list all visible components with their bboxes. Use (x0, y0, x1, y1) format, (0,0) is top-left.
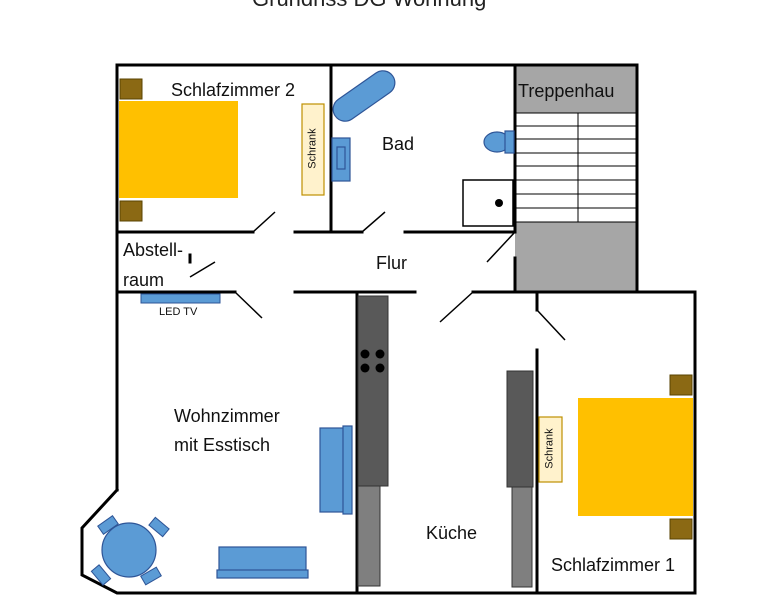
stairwell-bottom-fill (515, 222, 637, 292)
bathtub-icon (332, 70, 396, 122)
pillow-icon (119, 200, 143, 222)
wardrobe-schlafzimmer-2 (301, 103, 325, 196)
label-schrank-top: Schrank (306, 128, 319, 169)
sink-basin-icon (336, 146, 346, 170)
dining-table-icon (90, 515, 170, 586)
staircase (515, 112, 637, 223)
room-label-treppenhaus: Treppenhau (518, 81, 615, 101)
kitchen-counter-left (357, 295, 389, 487)
room-label-schlafzimmer-1: Schlafzimmer 1 (551, 555, 676, 575)
tv-icon (140, 293, 221, 304)
bed-schlafzimmer-1 (578, 398, 693, 516)
door-swings (189, 211, 566, 341)
room-label-abstellraum-1: Abstell- (123, 240, 184, 260)
kitchen-counter-right-lower (511, 486, 533, 588)
room-label-abstellraum-2: raum (123, 270, 165, 290)
wardrobe-schlafzimmer-1 (538, 416, 563, 483)
sofa-backrest (342, 425, 353, 515)
room-label-schlafzimmer-2: Schlafzimmer 2 (171, 80, 296, 100)
stove-icon (360, 349, 385, 373)
room-label-wohnzimmer-2: mit Esstisch (174, 435, 271, 455)
room-label-bad: Bad (382, 134, 415, 154)
label-schrank-right: Schrank (543, 428, 556, 469)
pillow-icon (669, 518, 693, 540)
pillow-icon (119, 78, 143, 100)
toilet-icon (483, 130, 515, 154)
room-label-flur: Flur (376, 253, 407, 273)
pillow-icon (669, 374, 693, 396)
plan-title: Grundriss DG Wohnung (252, 0, 486, 10)
label-led-tv: LED TV (159, 306, 198, 318)
stairwell-top-fill (515, 65, 637, 113)
room-label-wohnzimmer-1: Wohnzimmer (174, 406, 280, 426)
sofa-icon (218, 546, 307, 572)
shower-icon (462, 179, 514, 227)
bed-schlafzimmer-2 (119, 101, 238, 198)
kitchen-counter-right (506, 370, 534, 488)
walls (80, 63, 697, 595)
sofa-backrest (216, 569, 309, 579)
room-label-kueche: Küche (426, 523, 478, 543)
kitchen-counter-left-lower (357, 485, 381, 587)
